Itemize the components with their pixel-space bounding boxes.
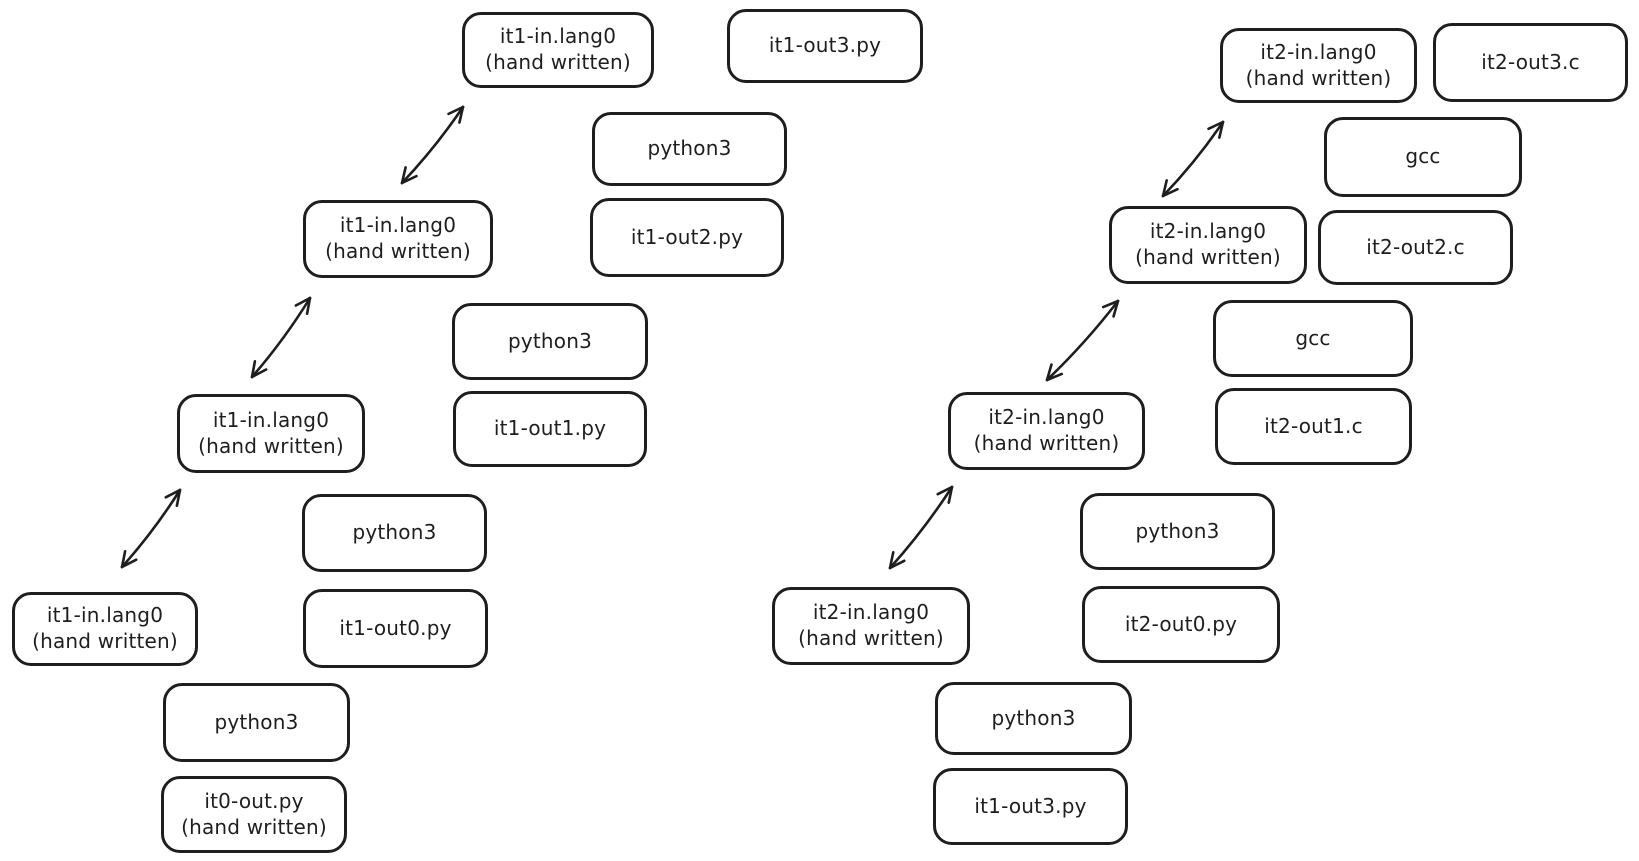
- node-it1-in-iter3: it1-in.lang0 (hand written): [462, 12, 654, 88]
- node-it2-python3-1: python3: [1080, 493, 1275, 570]
- node-it1-python3-1: python3: [302, 494, 487, 572]
- node-label: python3: [647, 136, 732, 161]
- node-it2-in-iter1: it2-in.lang0 (hand written): [948, 392, 1145, 470]
- node-label: it1-out0.py: [339, 615, 452, 640]
- node-label: it2-in.lang0 (hand written): [973, 405, 1120, 455]
- node-it2-out3: it2-out3.c: [1433, 23, 1628, 102]
- node-it1-python3-2: python3: [452, 303, 648, 380]
- node-it2-python3-0: python3: [935, 682, 1132, 755]
- node-label: gcc: [1295, 325, 1331, 350]
- node-label: it1-out1.py: [493, 416, 607, 441]
- double-arrow-it1-link-0-1: [120, 488, 182, 569]
- node-label: python3: [214, 709, 299, 734]
- node-it1-out0: it1-out0.py: [303, 589, 488, 668]
- node-label: it1-in.lang0 (hand written): [485, 24, 631, 74]
- node-it1-in-iter1: it1-in.lang0 (hand written): [177, 394, 365, 473]
- node-label: it1-out3.py: [974, 793, 1087, 818]
- node-label: it1-out2.py: [630, 224, 744, 249]
- node-label: it1-out3.py: [768, 33, 882, 58]
- node-label: it1-in.lang0 (hand written): [325, 213, 471, 263]
- node-it2-out1: it2-out1.c: [1215, 388, 1412, 465]
- node-it1-in-iter0: it1-in.lang0 (hand written): [12, 592, 198, 666]
- node-it2-in-iter3: it2-in.lang0 (hand written): [1220, 28, 1417, 103]
- node-it1-out2: it1-out2.py: [590, 198, 784, 277]
- node-it2-out0: it2-out0.py: [1082, 586, 1280, 663]
- node-label: python3: [352, 520, 437, 545]
- node-label: it2-out3.c: [1481, 49, 1580, 74]
- node-it1-out1: it1-out1.py: [453, 391, 647, 467]
- node-label: it1-in.lang0 (hand written): [32, 603, 178, 653]
- double-arrow-it2-link-0-1: [888, 485, 954, 570]
- node-it2-in-iter2: it2-in.lang0 (hand written): [1109, 206, 1307, 284]
- double-arrow-it1-link-2-3: [400, 105, 465, 185]
- double-arrow-it2-link-2-3: [1161, 120, 1225, 198]
- node-it2-gcc-3: gcc: [1324, 117, 1522, 197]
- node-label: it2-out2.c: [1366, 234, 1465, 259]
- node-label: it2-out1.c: [1264, 413, 1363, 438]
- node-it0-out: it0-out.py (hand written): [161, 776, 347, 853]
- node-label: it1-in.lang0 (hand written): [198, 407, 344, 458]
- node-label: it2-out0.py: [1124, 611, 1238, 636]
- node-it1-in-iter2: it1-in.lang0 (hand written): [303, 200, 493, 278]
- node-it2-in-iter0: it2-in.lang0 (hand written): [772, 587, 970, 665]
- node-label: python3: [991, 705, 1076, 730]
- node-label: python3: [1135, 518, 1220, 543]
- node-label: it2-in.lang0 (hand written): [798, 600, 944, 650]
- node-label: it0-out.py (hand written): [181, 788, 327, 839]
- node-it1-out3-seed: it1-out3.py: [933, 768, 1128, 845]
- node-it1-python3-0: python3: [163, 683, 350, 762]
- node-it1-out3: it1-out3.py: [727, 9, 923, 83]
- node-label: it2-in.lang0 (hand written): [1135, 219, 1281, 269]
- node-it2-gcc-2: gcc: [1213, 300, 1413, 377]
- node-it1-python3-3: python3: [592, 112, 787, 186]
- node-label: it2-in.lang0 (hand written): [1245, 39, 1392, 90]
- double-arrow-it1-link-1-2: [250, 296, 312, 379]
- node-it2-out2: it2-out2.c: [1318, 210, 1513, 285]
- double-arrow-it2-link-1-2: [1045, 299, 1120, 382]
- node-label: gcc: [1405, 144, 1441, 169]
- node-label: python3: [507, 328, 593, 353]
